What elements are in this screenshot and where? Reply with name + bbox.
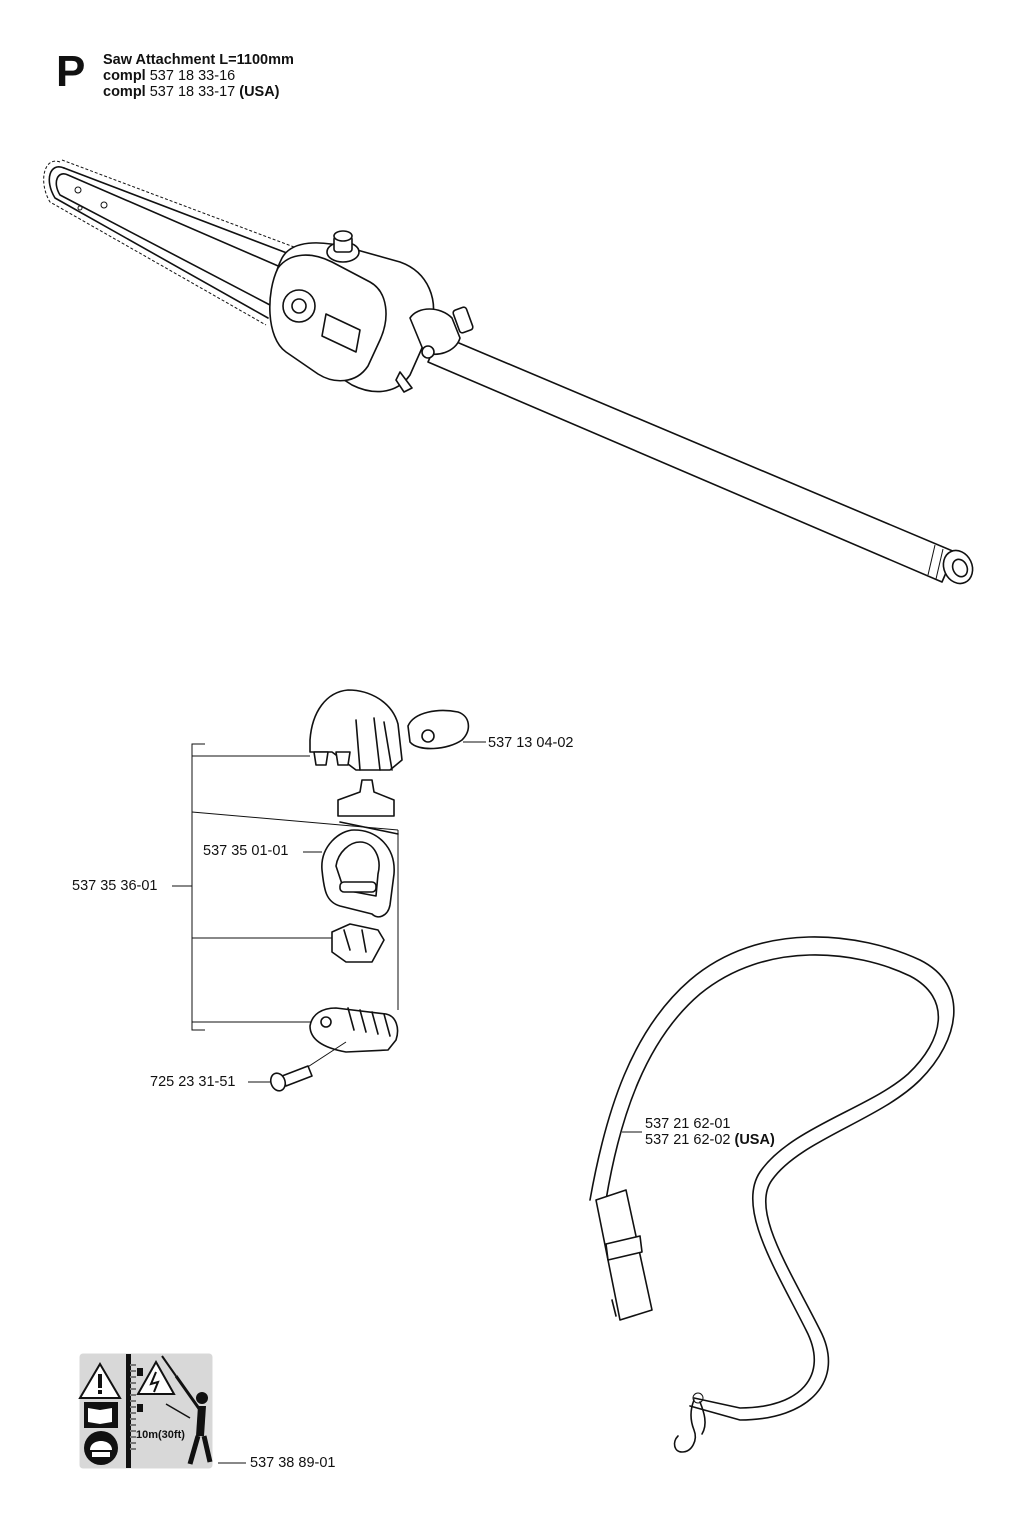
page-title: Saw Attachment L=1100mm [103,52,294,68]
label-grip-screw-knob: 537 13 04-02 [488,735,574,751]
label-handle-kit: 537 35 36-01 [72,878,158,894]
helmet-icon [84,1431,118,1465]
handle-kit-drawing [172,689,486,1092]
saw-attachment-drawing [43,159,974,585]
decal-distance-text: 10m(30ft) [136,1429,185,1441]
label-strap: 537 21 62-01 537 21 62-02 (USA) [645,1116,775,1148]
label-bolt: 725 23 31-51 [150,1074,236,1090]
label-handle-loop: 537 35 01-01 [203,843,289,859]
operator-figure-icon [161,1355,213,1465]
warning-triangle-icon [78,1362,122,1399]
manual-book-icon [84,1402,118,1428]
section-letter: P [56,47,86,96]
electric-hazard-icon [136,1359,176,1395]
header-line-1: compl 537 18 33-16 [103,68,236,84]
header-line-2: compl 537 18 33-17 (USA) [103,84,280,100]
warning-decal: 10m(30ft) [78,1353,246,1469]
shoulder-strap-drawing [589,936,955,1453]
label-warning-decal: 537 38 89-01 [250,1455,336,1471]
header-block: Saw Attachment L=1100mm compl 537 18 33-… [103,52,294,100]
